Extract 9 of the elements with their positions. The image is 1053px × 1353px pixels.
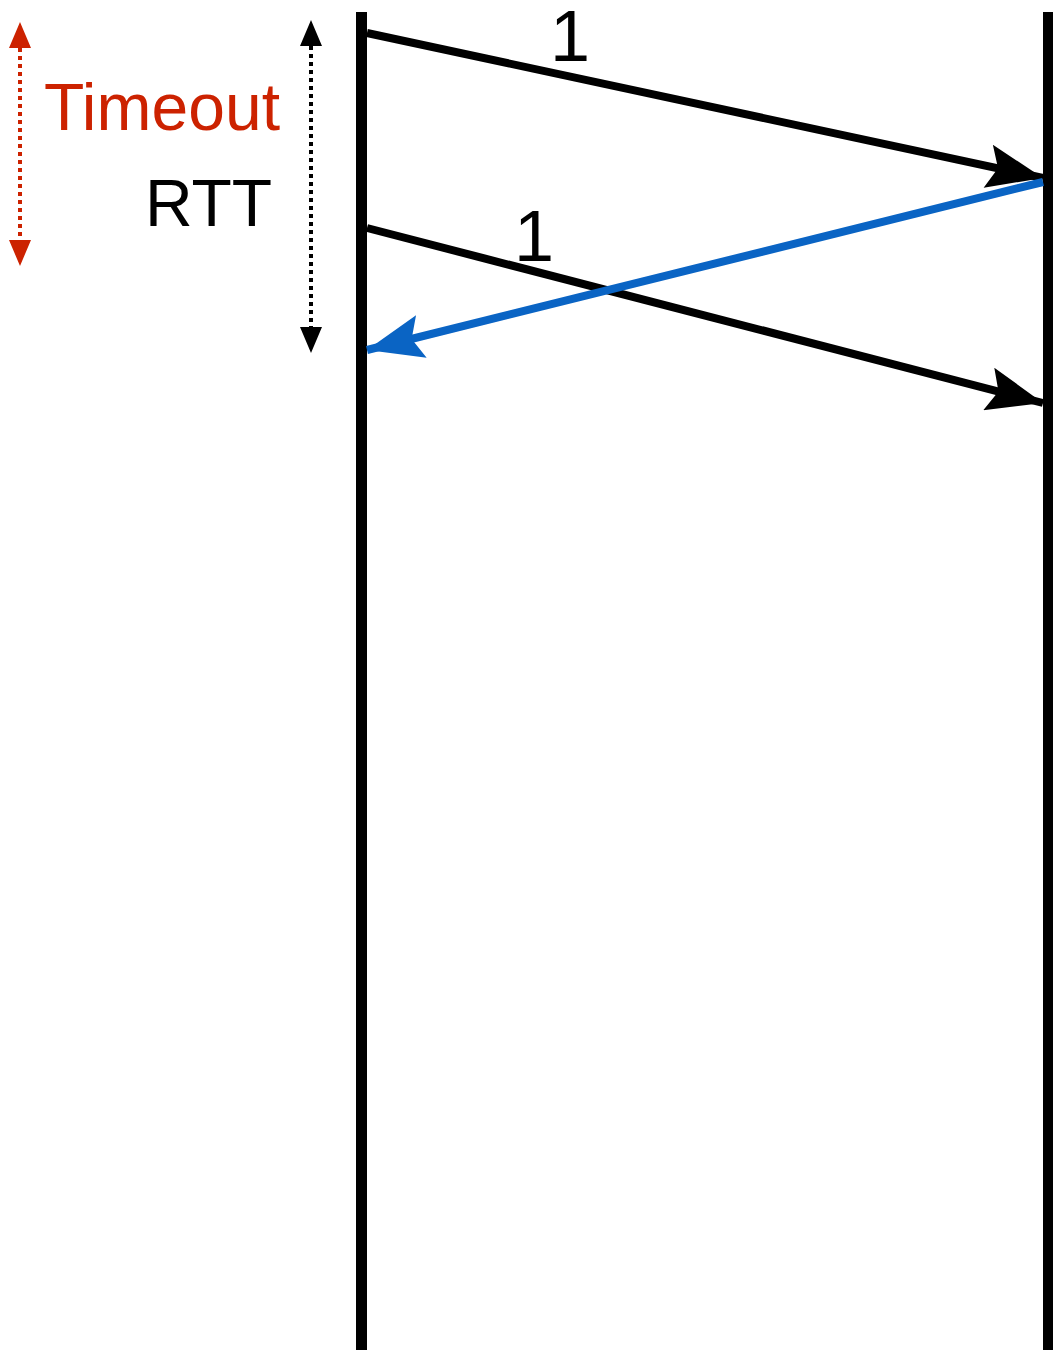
edge-label: 1 <box>513 200 556 272</box>
lifeline <box>356 12 367 1350</box>
lifeline <box>1043 12 1053 1350</box>
arrow <box>366 29 1044 188</box>
arrow <box>366 224 1044 411</box>
arrow <box>366 178 1044 358</box>
edge-label: 1 <box>549 0 592 72</box>
interval-label: Timeout <box>44 74 280 140</box>
interval-label: RTT <box>145 170 273 236</box>
